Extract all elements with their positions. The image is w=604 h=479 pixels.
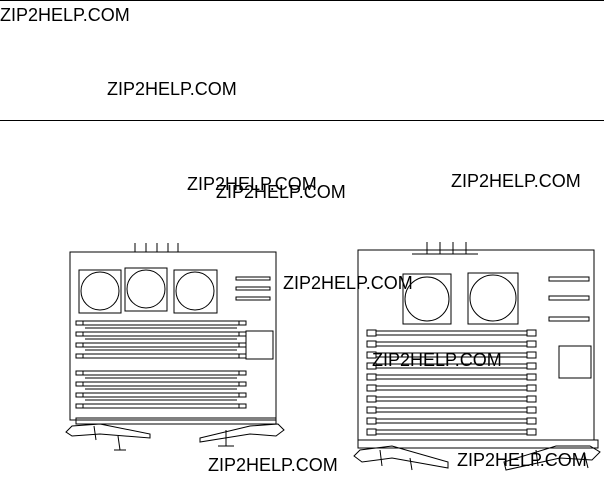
left-ejector-l: [65, 423, 151, 451]
fan-group-left: [78, 267, 218, 314]
dimm-bank-1: [75, 320, 247, 359]
right-board: [353, 242, 601, 471]
fan-group-right: [402, 272, 519, 325]
dimm-bank-right: [366, 329, 537, 436]
watermark-text: ZIP2HELP.COM: [283, 273, 413, 293]
left-board: [65, 243, 285, 451]
watermark-text: ZIP2HELP.COM: [208, 455, 338, 475]
watermark-text: ZIP2HELP.COM: [0, 5, 130, 25]
right-ejector-l: [353, 445, 449, 471]
left-ejector-r: [199, 423, 285, 447]
watermark-text: ZIP2HELP.COM: [107, 79, 237, 99]
dimm-bank-2: [75, 370, 247, 409]
right-ejector-r: [503, 445, 601, 471]
watermark-text: ZIP2HELP.COM: [451, 171, 581, 191]
watermark-text: ZIP2HELP.COM: [457, 450, 587, 470]
section-rule: [0, 120, 604, 121]
watermark-text: ZIP2HELP.COM: [187, 174, 317, 194]
watermark-text: ZIP2HELP.COM: [372, 350, 502, 370]
top-rule: [0, 0, 604, 1]
watermark-text: ZIP2HELP.COM: [216, 182, 346, 202]
